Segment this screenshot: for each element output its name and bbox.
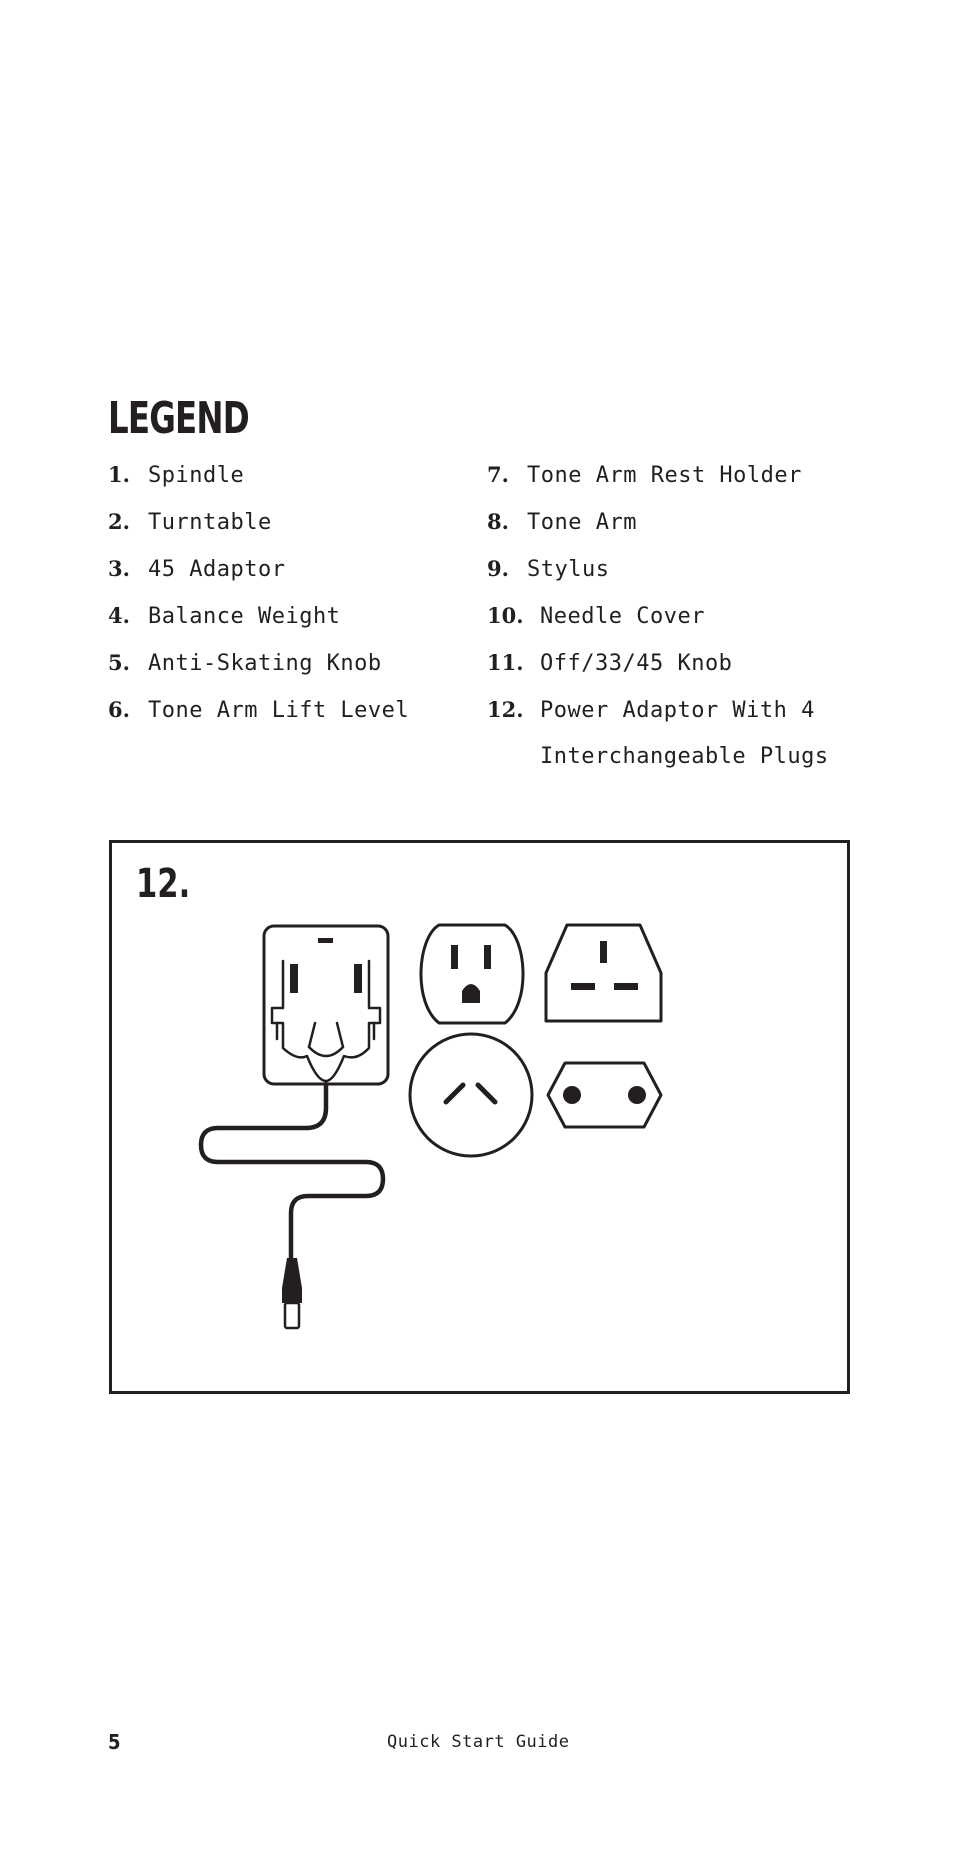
uk-plug-icon [544,923,663,1023]
legend-item: 6. Tone Arm Lift Level [108,697,409,744]
legend-item-number: 5. [108,650,130,675]
legend-item-number: 4. [108,603,130,628]
legend-item-number: 7. [487,462,509,487]
legend-item-label: 45 Adaptor [148,557,286,582]
diagram-label: 12. [136,861,191,907]
legend-item: 7. Tone Arm Rest Holder [487,462,829,509]
legend-item: 5. Anti-Skating Knob [108,650,409,697]
legend-item: 1. Spindle [108,462,409,509]
dc-barrel-plug-icon [282,1258,302,1330]
legend-item-label: Tone Arm Lift Level [148,698,410,723]
legend-title: LEGEND [108,393,250,444]
legend-item: 9. Stylus [487,556,829,603]
eu-plug-icon [546,1061,663,1129]
footer-title: Quick Start Guide [387,1732,570,1752]
us-plug-icon [419,923,525,1025]
legend-item-label: Balance Weight [148,604,341,629]
legend-item-label: Power Adaptor With 4 [540,698,815,723]
legend-item-number: 6. [108,697,130,722]
power-adaptor-icon [262,924,390,1086]
legend-item-label: Spindle [148,463,245,488]
legend-item-continuation: Interchangeable Plugs [487,744,829,791]
legend-item-label: Interchangeable Plugs [540,744,829,769]
power-adaptor-diagram: 12. [109,840,850,1394]
legend-item-number: 12. [487,697,524,722]
legend-item: 10. Needle Cover [487,603,829,650]
legend-item: 11. Off/33/45 Knob [487,650,829,697]
power-adaptor-illustration [198,923,663,1330]
legend-item-number: 10. [487,603,524,628]
au-plug-icon [408,1032,534,1158]
legend-item-number: 2. [108,509,130,534]
legend-item-number: 11. [487,650,524,675]
legend-item-number: 3. [108,556,130,581]
legend-item-label: Tone Arm [527,510,637,535]
power-cable [198,1081,386,1261]
page-number: 5 [108,1730,121,1754]
legend-item: 8. Tone Arm [487,509,829,556]
legend-item: 12. Power Adaptor With 4 [487,697,829,744]
legend-item-number: 9. [487,556,509,581]
legend-item-label: Stylus [527,557,610,582]
legend-item-label: Anti-Skating Knob [148,651,382,676]
legend-item-label: Needle Cover [540,604,705,629]
legend-item-number: 1. [108,462,130,487]
legend-item: 2. Turntable [108,509,409,556]
legend-right-column: 7. Tone Arm Rest Holder 8. Tone Arm 9. Styl… [487,462,829,791]
legend-item: 4. Balance Weight [108,603,409,650]
legend-item-label: Off/33/45 Knob [540,651,733,676]
legend-item-number: 8. [487,509,509,534]
legend-left-column: 1. Spindle 2. Turntable 3. 45 Adaptor 4. Bal… [108,462,409,744]
legend-item-label: Tone Arm Rest Holder [527,463,802,488]
legend-item-label: Turntable [148,510,272,535]
legend-item: 3. 45 Adaptor [108,556,409,603]
